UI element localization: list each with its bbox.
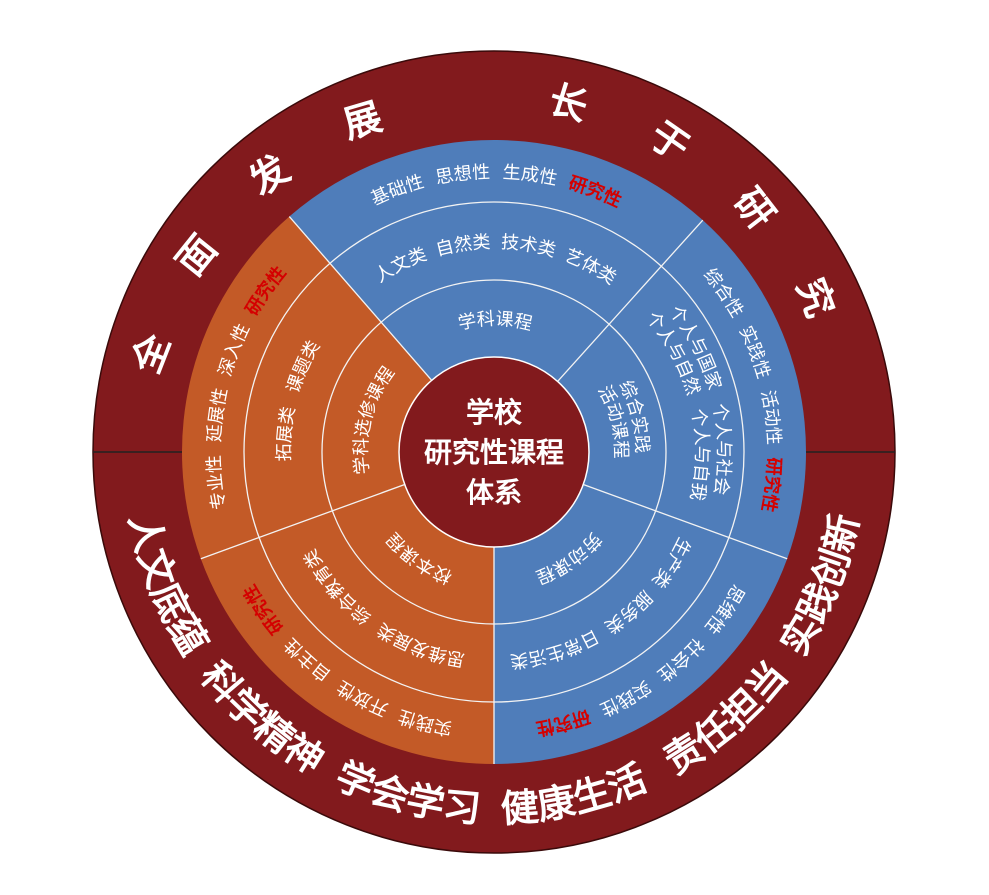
- center-title-line1: 学校: [466, 396, 523, 429]
- center-circle: [398, 356, 590, 548]
- segment-divider: [200, 483, 405, 560]
- segment-lower-right: [494, 452, 788, 764]
- segment-divider: [288, 216, 433, 381]
- diagram-shapes: [92, 50, 896, 854]
- segment-top: [289, 140, 703, 452]
- center-title-line2: 研究性课程: [424, 436, 564, 469]
- segment-divider: [557, 219, 704, 382]
- segment-lower-left: [200, 452, 494, 764]
- center-title-line3: 体系: [466, 476, 522, 509]
- segment-divider: [583, 483, 788, 560]
